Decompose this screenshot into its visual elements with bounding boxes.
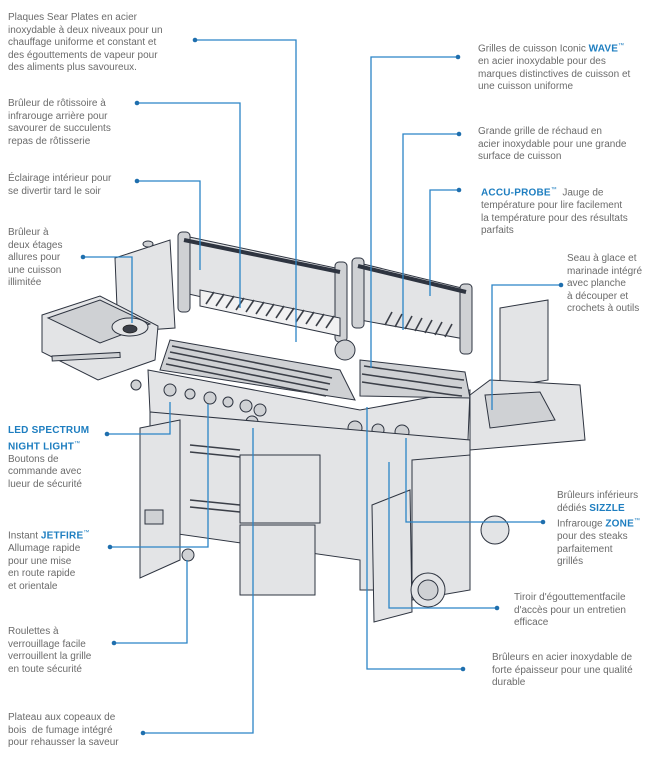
right-cabinet-panel — [411, 454, 471, 601]
trademark-symbol: ™ — [633, 518, 640, 525]
wave-grids-right — [359, 359, 471, 399]
trademark-symbol: ™ — [74, 440, 81, 447]
leader-lines — [80, 37, 564, 736]
highlight-text: ACCU-PROBE — [481, 187, 551, 199]
highlight-text: NIGHT LIGHT — [8, 440, 75, 452]
highlight-text: JETFIRE — [40, 530, 84, 542]
highlight-text: SIZZLE — [589, 502, 625, 514]
callout-burners: Brûleurs en acier inoxydable de forte ép… — [492, 652, 633, 689]
callout-interior-lighting: Éclairage intérieur pour se divertir tar… — [8, 173, 112, 197]
right-lid-frame — [354, 261, 471, 341]
callout-casters: Roulettes à verrouillage facile verrouil… — [8, 626, 92, 675]
callout-jetfire: Instant JETFIRE™ Allumage rapide pour un… — [8, 530, 90, 592]
caster — [181, 548, 195, 562]
callout-warming-rack: Grande grille de réchaud en acier inoxyd… — [478, 126, 627, 163]
callout-led-spectrum: LED SPECTRUM NIGHT LIGHT™ Boutons de com… — [8, 425, 90, 490]
cutting-board — [499, 299, 549, 389]
drawer-lower — [239, 524, 316, 596]
trademark-symbol: ™ — [83, 530, 90, 536]
warming-rack-right — [384, 311, 453, 338]
warming-rack-left — [199, 289, 341, 337]
callout-accu-probe: ACCU-PROBE™ Jauge de température pour li… — [481, 187, 628, 237]
highlight-text: WAVE — [588, 43, 619, 55]
drawer-upper — [239, 454, 321, 524]
wave-grids-left — [159, 339, 356, 401]
ice-bucket — [484, 391, 556, 429]
highlight-text: ZONE — [605, 518, 634, 530]
callout-sizzle-zone: Brûleurs inférieurs dédiés SIZZLE Infrar… — [557, 490, 640, 568]
left-door — [139, 419, 181, 579]
callout-side-burner: Brûleur à deux étages allures pour une c… — [8, 227, 63, 289]
callout-sear-plates: Plaques Sear Plates en acier inoxydable … — [8, 12, 163, 74]
callout-rotisserie-burner: Brûleur de rôtissoire à infrarouge arriè… — [8, 98, 111, 147]
highlight-text: LED SPECTRUM — [8, 425, 90, 436]
right-door — [371, 489, 413, 623]
callout-ice-bucket: Seau à glace et marinade intégré avec pl… — [567, 253, 643, 315]
callout-wave-grids: Grilles de cuisson Iconic WAVE™ en acier… — [478, 43, 631, 93]
callout-drip-tray: Tiroir d'égouttementfacile d'accès pour … — [514, 592, 626, 629]
shelves — [189, 444, 241, 513]
trademark-symbol: ™ — [618, 43, 625, 49]
trademark-symbol: ™ — [550, 187, 557, 193]
wheel-rear — [480, 515, 510, 545]
callout-smoker-tray: Plateau aux copeaux de bois de fumage in… — [8, 712, 119, 749]
